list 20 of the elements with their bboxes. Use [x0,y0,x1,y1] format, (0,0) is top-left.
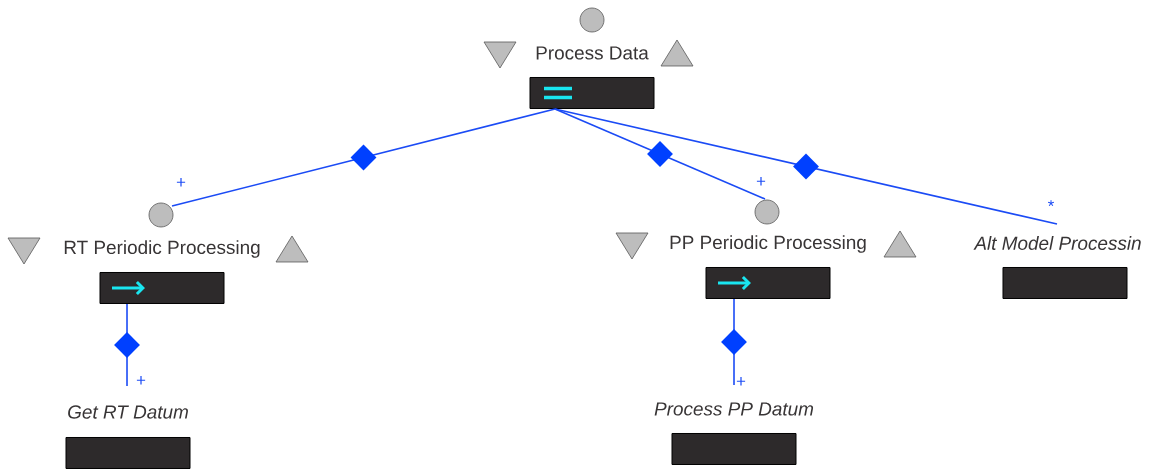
edge-label: + [135,375,147,387]
edge-label: * [1046,199,1056,213]
node-title: Get RT Datum [68,405,188,419]
behavior-box [705,267,831,299]
connector-line [554,108,766,200]
node-title: Alt Model Processin [973,236,1141,250]
connector-line [554,108,1058,225]
behavior-box [671,433,797,465]
edge-label: + [175,177,187,189]
node-title: Process Data [536,46,649,60]
node-title: Process PP Datum [654,402,814,416]
edge-label: + [735,376,747,388]
edge-label: + [755,176,767,188]
behavior-box [529,77,655,109]
behavior-box [1002,267,1128,299]
connector-line [171,108,556,207]
behavior-box [99,272,225,304]
behavior-box [65,437,191,469]
node-title: RT Periodic Processing [64,240,260,258]
node-title: PP Periodic Processing [670,235,866,253]
